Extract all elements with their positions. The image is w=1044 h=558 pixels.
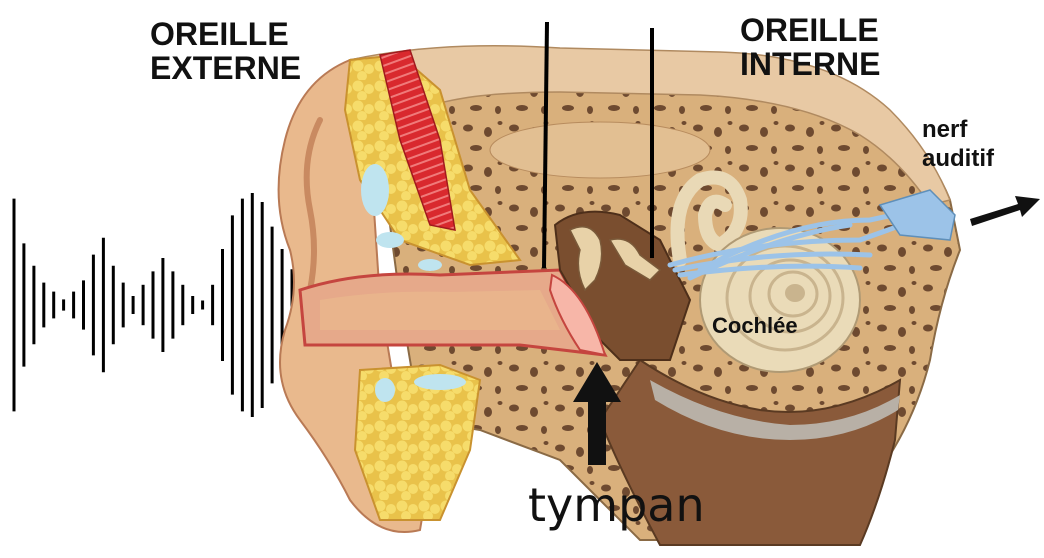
- inner-ear-label-line1: OREILLE: [740, 14, 880, 48]
- inner-ear-label: OREILLE INTERNE: [740, 14, 880, 81]
- cartilage-4: [414, 374, 466, 390]
- cartilage-1: [361, 164, 389, 216]
- inner-ear-label-line2: INTERNE: [740, 48, 880, 82]
- cartilage-3: [418, 259, 442, 271]
- nerve-arrow: [970, 196, 1040, 226]
- lower-fat: [355, 365, 480, 520]
- ear-canal-shade: [320, 290, 560, 330]
- cartilage-5: [375, 378, 395, 402]
- sound-wave: [14, 193, 292, 417]
- nerve-label-line1: nerf: [922, 116, 994, 145]
- cochlea-label: Cochlée: [712, 314, 798, 337]
- cochlea: [700, 228, 860, 372]
- nerve-label: nerf auditif: [922, 116, 994, 174]
- skull-highlight: [490, 122, 710, 178]
- nerve-label-line2: auditif: [922, 145, 994, 174]
- outer-ear-label-line1: OREILLE: [150, 18, 301, 52]
- cartilage-2: [376, 232, 404, 248]
- outer-ear-label-line2: EXTERNE: [150, 52, 301, 86]
- eardrum-label: tympan: [528, 478, 705, 532]
- outer-ear-label: OREILLE EXTERNE: [150, 18, 301, 85]
